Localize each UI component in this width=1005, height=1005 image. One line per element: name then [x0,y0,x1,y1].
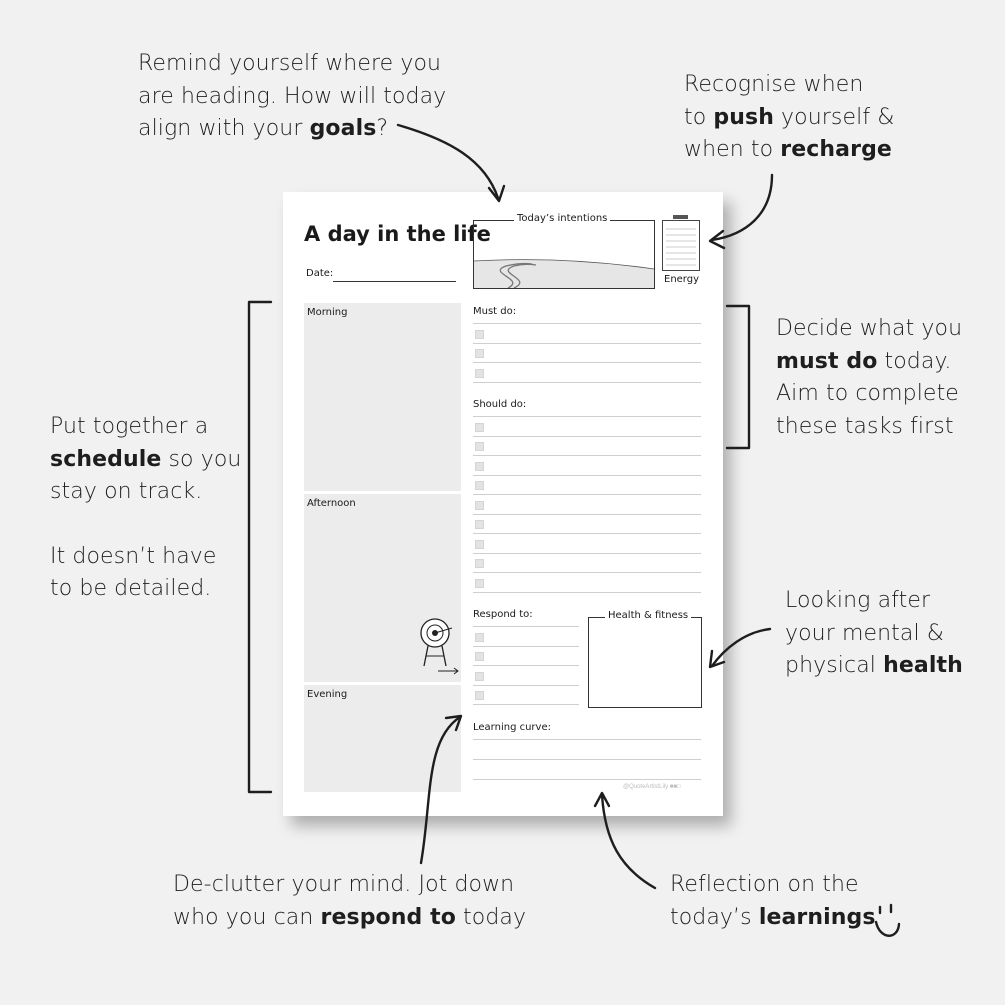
learning-rule [473,759,701,760]
target-icon [420,618,459,675]
should-do-rule [473,455,701,456]
intentions-box[interactable] [473,220,655,289]
annotation-goals-line3: align with your goals? [138,116,389,141]
annotation-respond-line2: who you can respond to today [173,904,527,930]
should-do-rule [473,494,701,495]
evening-label: Evening [307,689,348,700]
learning-curve-label: Learning curve: [473,722,551,733]
bracket-left [247,300,273,794]
afternoon-block[interactable]: Afternoon [304,494,461,682]
respond-rule [473,665,579,666]
respond-rule [473,685,579,686]
should-do-rule [473,553,701,554]
afternoon-label: Afternoon [307,498,356,509]
annotation-health-line3: physical health [785,653,963,678]
should-do-label: Should do: [473,399,527,410]
intentions-label: Today’s intentions [514,213,611,224]
annotation-energy-line3: when to recharge [684,137,892,162]
should-do-checkbox[interactable] [475,540,484,549]
must-do-rule [473,323,701,324]
annotation-respond-line1: De-clutter your mind. Jot down [173,872,515,897]
should-do-rule [473,436,701,437]
date-label: Date: [306,268,334,279]
annotation-learning: Reflection on the today’s learnings [670,869,876,934]
annotation-must-line2: must do today. [776,348,952,374]
respond-checkbox[interactable] [475,691,484,700]
should-do-checkbox[interactable] [475,423,484,432]
respond-to-label: Respond to: [473,609,533,620]
health-fitness-box[interactable] [588,617,702,708]
learning-rule [473,779,701,780]
annotation-must-line4: these tasks first [776,413,954,439]
should-do-rule [473,416,701,417]
learning-rule [473,739,701,740]
page-title: A day in the life [304,222,491,246]
should-do-rule [473,533,701,534]
battery-icon[interactable] [662,220,700,271]
must-do-checkbox[interactable] [475,330,484,339]
footer-credit: @QuoteArtistLily ■■□ [623,784,681,790]
should-do-rule [473,514,701,515]
annotation-goals-line1: Remind yourself where you [138,51,442,76]
respond-rule [473,646,579,647]
annotation-must-line3: Aim to complete [776,381,959,406]
date-field-line[interactable] [333,281,456,282]
should-do-checkbox[interactable] [475,501,484,510]
should-do-checkbox[interactable] [475,520,484,529]
annotation-health-line1: Looking after [785,588,931,613]
respond-rule [473,704,579,705]
should-do-rule [473,592,701,593]
annotation-schedule-line5: to be detailed. [50,576,212,601]
annotation-energy: Recognise when to push yourself & when t… [684,69,895,167]
annotation-goals-line2: are heading. How will today [138,83,447,109]
linkedin-icon[interactable]: ■ [673,784,678,790]
annotation-energy-line1: Recognise when [684,72,864,97]
health-fitness-label: Health & fitness [605,610,692,621]
must-do-rule [473,343,701,344]
annotation-schedule: Put together a schedule so you stay on t… [50,411,241,606]
annotation-health-line2: your mental & [785,620,945,646]
annotation-respond: De-clutter your mind. Jot down who you c… [173,869,526,934]
should-do-checkbox[interactable] [475,481,484,490]
must-do-checkbox[interactable] [475,369,484,378]
annotation-learning-line2: today’s learnings [670,904,876,930]
annotation-health: Looking after your mental & physical hea… [785,585,963,683]
battery-cap [673,215,688,219]
planner-sheet: A day in the life Date: Today’s intentio… [283,192,723,816]
annotation-energy-line2: to push yourself & [684,104,895,130]
annotation-learning-line1: Reflection on the [670,872,859,897]
should-do-rule [473,572,701,573]
energy-label: Energy [664,274,700,285]
should-do-checkbox[interactable] [475,579,484,588]
annotation-schedule-line3: stay on track. [50,479,203,504]
should-do-rule [473,475,701,476]
must-do-label: Must do: [473,306,517,317]
smile-icon [874,920,901,937]
respond-checkbox[interactable] [475,672,484,681]
must-do-checkbox[interactable] [475,349,484,358]
battery-fill-lines [666,228,696,266]
should-do-checkbox[interactable] [475,442,484,451]
should-do-checkbox[interactable] [475,559,484,568]
annotation-goals: Remind yourself where you are heading. H… [138,48,446,146]
annotation-must-line1: Decide what you [776,316,963,341]
respond-checkbox[interactable] [475,633,484,642]
should-do-checkbox[interactable] [475,462,484,471]
must-do-rule [473,382,701,383]
annotation-schedule-line1: Put together a [50,414,209,439]
twitter-icon[interactable]: ■ [669,784,674,790]
bracket-right [725,304,751,450]
annotation-schedule-line4: It doesn’t have [50,543,217,569]
annotation-must-do: Decide what you must do today. Aim to co… [776,313,962,443]
morning-block[interactable]: Morning [304,303,461,491]
must-do-rule [473,362,701,363]
footer-handle: @QuoteArtistLily [623,784,669,790]
evening-block[interactable]: Evening [304,685,461,792]
annotation-schedule-line2: schedule so you [50,446,242,472]
morning-label: Morning [307,307,348,318]
respond-rule [473,626,579,627]
road-icon [474,259,654,288]
instagram-icon[interactable]: □ [677,784,681,790]
respond-checkbox[interactable] [475,652,484,661]
